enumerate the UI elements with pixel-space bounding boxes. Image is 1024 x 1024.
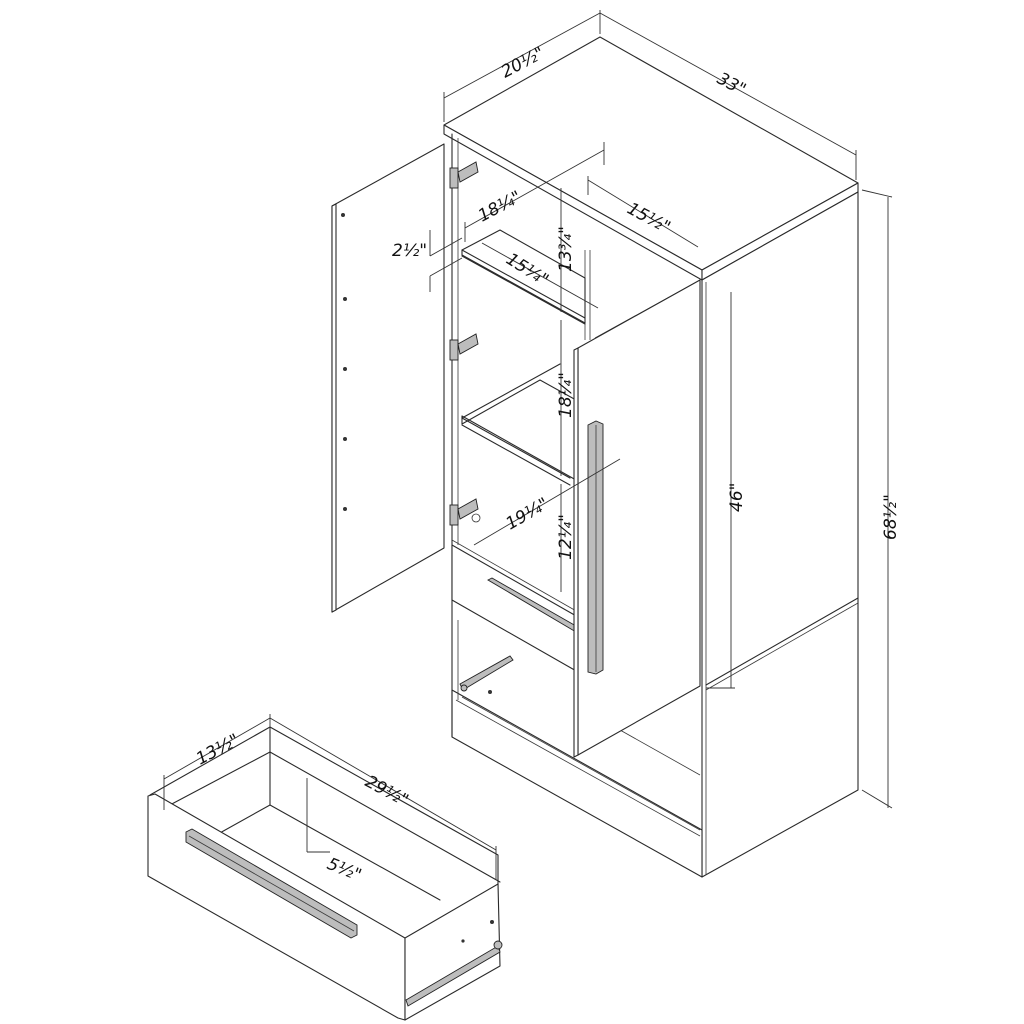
drawer-side <box>404 883 501 1021</box>
cabinet-body <box>443 36 859 878</box>
label-overall-width: 33" <box>714 69 749 100</box>
label-shelf-setback: 2½" <box>392 241 427 261</box>
label-door-height: 46" <box>727 483 747 512</box>
hinge-icon-top <box>449 161 479 189</box>
label-top-compartment-height: 13¾" <box>556 226 576 272</box>
installed-drawer-front <box>451 544 579 673</box>
vertical-handle-icon <box>587 420 604 675</box>
drawer-slide-rail-icon <box>405 920 503 1007</box>
left-door <box>331 143 481 613</box>
hinge-icon-middle <box>449 333 479 361</box>
removed-drawer <box>147 726 503 1021</box>
label-middle-compartment-height: 18¼" <box>556 372 576 418</box>
left-door-panel <box>331 143 445 613</box>
label-overall-height: 68½" <box>881 494 901 540</box>
label-lower-compartment-height: 12¼" <box>556 514 576 560</box>
horizontal-handle-icon <box>185 828 358 939</box>
shelf-pin-holes <box>341 213 347 511</box>
right-door <box>573 279 701 758</box>
dimension-lines <box>163 10 893 880</box>
label-interior-depth-top: 18¼" <box>475 187 525 226</box>
label-interior-width: 19¼" <box>503 494 553 534</box>
right-side-panel <box>701 191 859 878</box>
drawer-slide-icon <box>459 655 514 694</box>
hinge-icon-bottom <box>449 498 481 526</box>
